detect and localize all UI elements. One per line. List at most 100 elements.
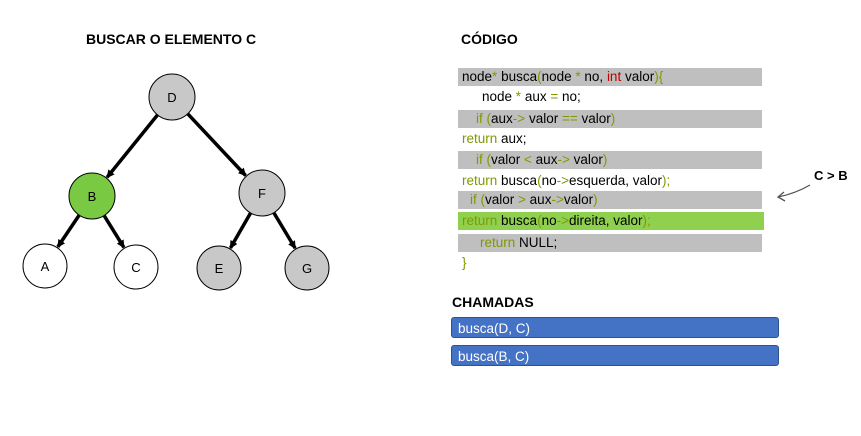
tree-node-g: G: [284, 245, 330, 291]
code-token: busca: [497, 69, 538, 84]
code-token: );: [642, 213, 651, 228]
tree-node-circle: [196, 245, 242, 291]
code-token: valor: [563, 192, 594, 207]
code-line: }: [458, 254, 467, 272]
code-token: valor: [577, 111, 611, 126]
tree-edge-d-b: [105, 113, 159, 179]
code-token: ->: [556, 213, 569, 228]
tree-node-e: E: [196, 245, 242, 291]
code-token: aux: [491, 111, 513, 126]
code-token: valor: [491, 152, 525, 167]
annotation-arrow-icon: [776, 184, 811, 202]
tree-node-c: C: [113, 244, 159, 290]
code-token: valor: [569, 152, 603, 167]
code-token: ==: [561, 111, 578, 126]
tree-node-label: D: [167, 90, 176, 105]
code-line: if (valor > aux->valor): [458, 191, 762, 209]
code-token: ->: [551, 192, 564, 207]
code-token: busca: [497, 173, 538, 188]
tree-node-label: B: [88, 189, 97, 204]
code-token: (: [537, 173, 542, 188]
code-token: valor: [621, 69, 655, 84]
code-token: (: [486, 152, 492, 167]
code-token: return: [462, 173, 498, 188]
tree-node-circle: [113, 244, 159, 290]
tree-edge-b-a: [56, 214, 81, 248]
code-token: ): [610, 111, 616, 126]
code-token: no: [541, 173, 557, 188]
tree-node-circle: [68, 172, 116, 220]
code-token: node: [482, 89, 516, 104]
code-token: ->: [556, 173, 569, 188]
code-line: if (valor < aux-> valor): [458, 151, 762, 169]
tree-node-f: F: [238, 169, 286, 217]
code-token: node: [462, 69, 493, 84]
binary-tree-diagram: D B F A C E G: [22, 73, 330, 291]
code-line: if (aux-> valor == valor): [458, 110, 762, 128]
code-token: valor: [485, 192, 519, 207]
code-token: =: [550, 89, 559, 104]
code-token: ->: [512, 111, 526, 126]
code-token: if: [476, 152, 487, 167]
code-token: (: [537, 213, 542, 228]
code-token: NULL;: [515, 235, 558, 250]
code-token: node: [541, 69, 576, 84]
code-token: (: [480, 192, 486, 207]
code-token: (: [486, 111, 492, 126]
code-token: valor: [525, 111, 562, 126]
code-title: CÓDIGO: [461, 31, 518, 47]
tree-node-circle: [22, 243, 68, 289]
code-line: node* busca(node * no, int valor){: [458, 68, 762, 86]
code-line: node * aux = no;: [458, 88, 581, 106]
code-token: >: [518, 192, 526, 207]
code-token: return: [462, 131, 498, 146]
code-token: no,: [580, 69, 607, 84]
tree-node-label: G: [302, 261, 312, 276]
code-token: if: [470, 192, 481, 207]
comparison-annotation: C > B: [814, 168, 848, 183]
tree-node-d: D: [148, 73, 196, 121]
code-token: aux: [525, 192, 552, 207]
code-token: busca: [497, 213, 538, 228]
tree-title: BUSCAR O ELEMENTO C: [86, 31, 257, 47]
code-token: *: [515, 89, 522, 104]
code-token: if: [476, 111, 487, 126]
code-token: aux;: [497, 131, 527, 146]
tree-edge-f-e: [228, 212, 253, 249]
code-token: }: [462, 255, 467, 270]
code-token: direita, valor: [568, 213, 643, 228]
code-token: return: [480, 235, 516, 250]
code-token: no;: [558, 89, 581, 104]
tree-edge-b-c: [102, 214, 126, 249]
tree-node-circle: [284, 245, 330, 291]
call-item: busca(D, C): [451, 317, 779, 338]
call-item: busca(B, C): [451, 345, 779, 366]
code-token: *: [575, 69, 581, 84]
tree-node-b: B: [68, 172, 116, 220]
code-line: return aux;: [458, 130, 527, 148]
code-token: ): [593, 192, 598, 207]
code-line: return NULL;: [458, 234, 762, 252]
code-token: ): [602, 152, 608, 167]
tree-node-a: A: [22, 243, 68, 289]
code-token: <: [524, 152, 532, 167]
tree-node-label: E: [215, 261, 224, 276]
code-token: ){: [654, 69, 664, 84]
code-token: no: [541, 213, 557, 228]
code-token: );: [662, 173, 671, 188]
tree-edge-d-f: [186, 112, 247, 177]
tree-node-circle: [238, 169, 286, 217]
code-line: return busca(no->direita, valor);: [458, 212, 764, 230]
code-token: ->: [557, 152, 570, 167]
code-token: return: [462, 213, 498, 228]
calls-title: CHAMADAS: [452, 294, 534, 310]
tree-node-label: C: [131, 260, 140, 275]
tree-edge-f-g: [272, 211, 297, 250]
code-token: int: [606, 69, 622, 84]
tree-node-label: A: [41, 259, 50, 274]
code-token: esquerda, valor: [568, 173, 663, 188]
code-token: (: [537, 69, 542, 84]
tree-node-label: F: [258, 186, 266, 201]
code-token: aux: [521, 89, 551, 104]
code-token: aux: [531, 152, 558, 167]
